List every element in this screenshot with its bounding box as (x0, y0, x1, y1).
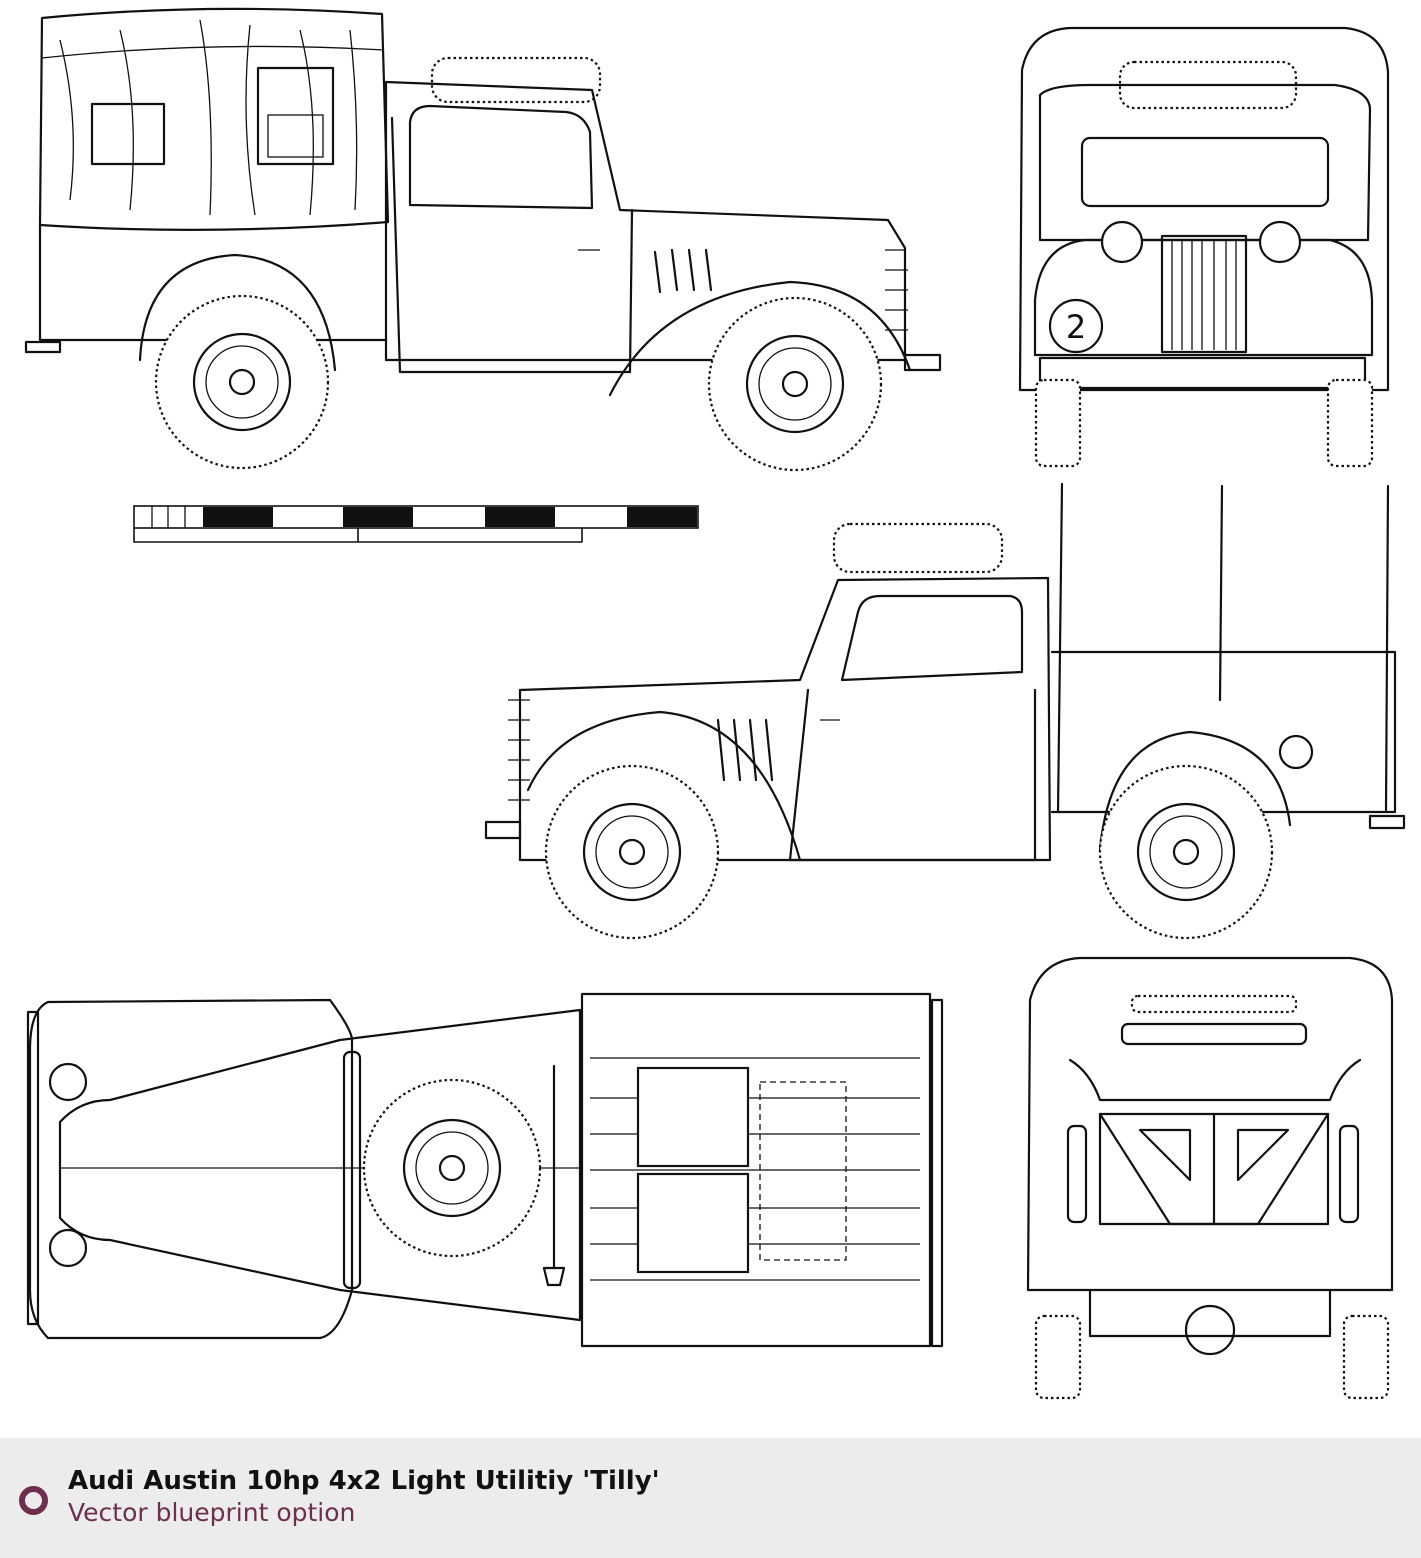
rear-view (1026, 956, 1394, 1400)
front-view: 2 (1018, 26, 1390, 468)
blueprint-title: Audi Austin 10hp 4x2 Light Utilitiy 'Til… (68, 1466, 660, 1496)
blueprint-svg: 2 (24, 7, 1406, 1400)
front-number-plate: 2 (1066, 308, 1086, 346)
top-view (26, 992, 944, 1348)
scale-bar (133, 505, 699, 543)
side-view-canvas-top (24, 7, 942, 472)
blueprint-subtitle[interactable]: Vector blueprint option (68, 1498, 356, 1527)
caption-bar: Audi Austin 10hp 4x2 Light Utilitiy 'Til… (0, 1438, 1421, 1558)
ring-icon (19, 1486, 48, 1515)
side-view-open (484, 482, 1406, 940)
blueprint-drawing: 2 (24, 7, 1406, 1400)
